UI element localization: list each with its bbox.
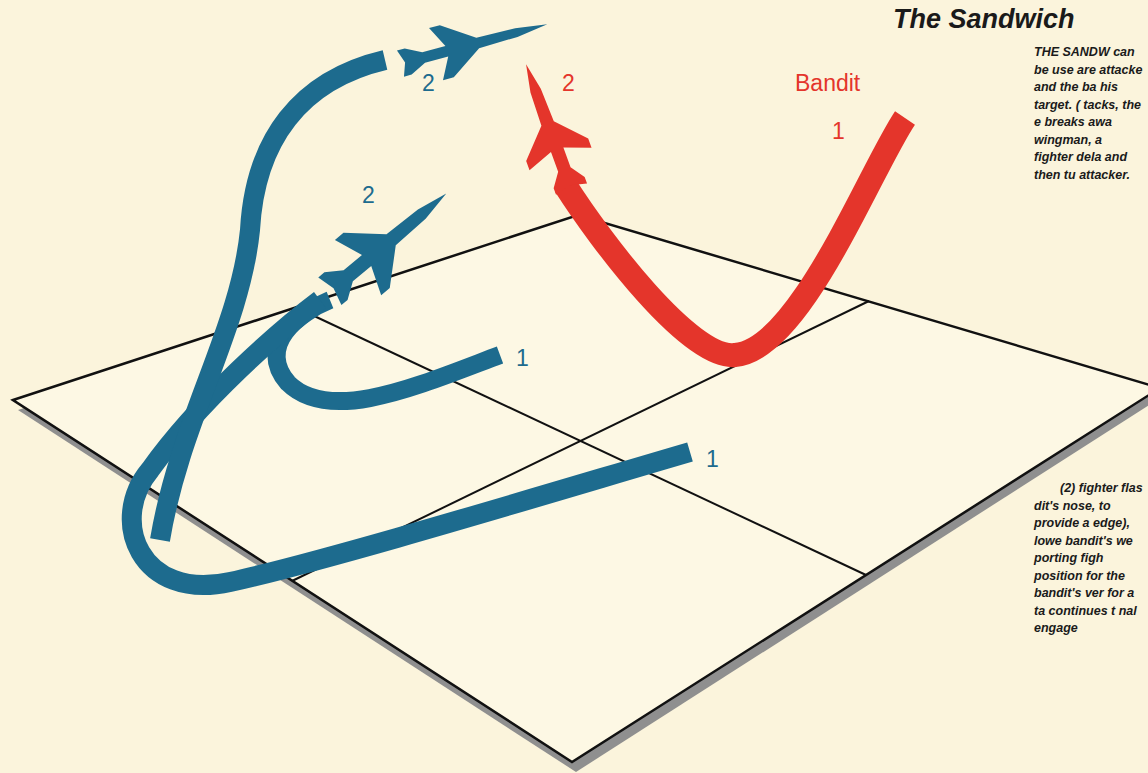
fighter-jet [393, 0, 554, 90]
aircraft-label: Bandit [795, 70, 860, 97]
bandit-ribbon [565, 118, 905, 355]
callout-number: 1 [832, 118, 845, 145]
callout-number: 2 [562, 70, 575, 97]
callout-number: 2 [422, 70, 435, 97]
bandit-jet [495, 53, 603, 201]
callout-number: 2 [362, 182, 375, 209]
caption-text: (2) fighter flas dit's nose, to provide … [1034, 480, 1144, 638]
caption-text: THE SANDW can be use are attacke and the… [1034, 44, 1144, 184]
callout-number: 1 [706, 446, 719, 473]
diagram-title: The Sandwich [893, 4, 1075, 35]
ground-plane [13, 215, 1148, 762]
callout-number: 1 [516, 345, 529, 372]
fighter-ribbon [160, 60, 385, 540]
fighter-jet [307, 166, 470, 319]
